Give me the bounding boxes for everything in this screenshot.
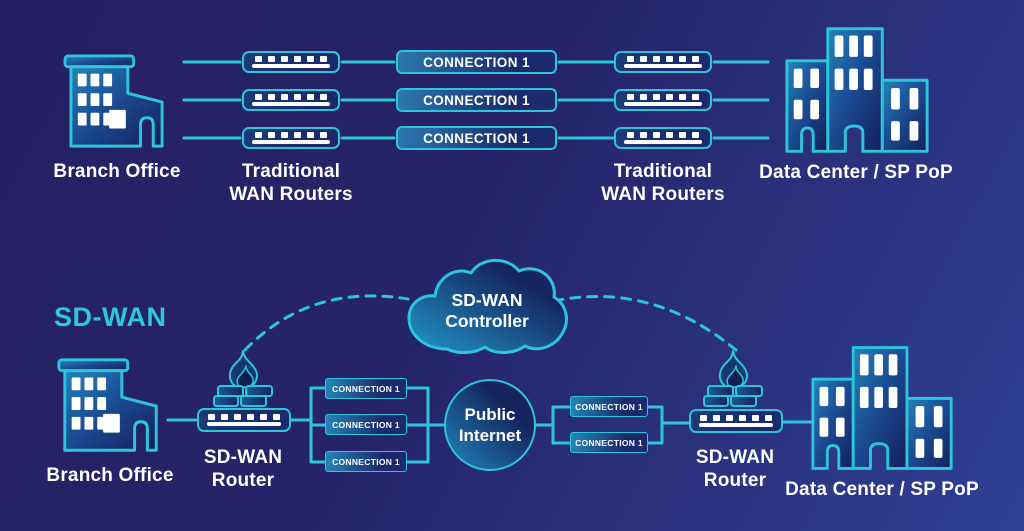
sdwan-section-label: SD-WAN [54, 302, 167, 332]
data-center-building-icon-bottom [811, 346, 953, 470]
connection-box-bottom-right-1: CONNECTION 1 [570, 396, 648, 417]
branch-office-building-icon-top [63, 54, 164, 148]
sdwan-controller-label: SD-WAN Controller [445, 290, 529, 331]
data-center-label-bottom: Data Center / SP PoP [785, 479, 979, 500]
connection-box-bottom-right-2: CONNECTION 1 [570, 432, 648, 453]
controller-dashed-link-left [243, 294, 410, 352]
building-windows [819, 354, 943, 458]
sdwan-router-label-left: SD-WAN Router [203, 447, 283, 491]
connection-box-bottom-left-2: CONNECTION 1 [325, 414, 407, 435]
controller-dashed-link-right [552, 295, 738, 352]
sdwan-controller-cloud-icon [407, 258, 568, 354]
building-windows [71, 377, 120, 433]
connection-box-top-2: CONNECTION 1 [396, 88, 557, 112]
sdwan-router-left [197, 408, 291, 432]
public-internet-node: Public Internet [444, 379, 536, 471]
sdwan-router-right [689, 409, 783, 433]
building-windows [77, 73, 126, 129]
connection-box-bottom-left-3: CONNECTION 1 [325, 451, 407, 472]
connection-box-bottom-left-1: CONNECTION 1 [325, 378, 407, 399]
branch-office-building-icon-bottom [57, 358, 158, 452]
branch-office-label-bottom: Branch Office [46, 465, 174, 486]
firewall-bricks [703, 385, 763, 407]
traditional-router-left-1 [242, 51, 340, 73]
connection-box-top-3: CONNECTION 1 [396, 126, 557, 150]
traditional-router-right-2 [614, 89, 712, 111]
traditional-wan-routers-label-right: Traditional WAN Routers [601, 161, 725, 205]
connection-box-top-1: CONNECTION 1 [396, 50, 557, 74]
sdwan-router-label-right: SD-WAN Router [695, 447, 775, 491]
firewall-flame-icon-right [703, 350, 763, 407]
sdwan-links [166, 386, 815, 464]
firewall-bricks [213, 385, 273, 407]
data-center-building-icon-top [785, 27, 929, 153]
traditional-router-left-2 [242, 89, 340, 111]
building-windows [793, 35, 919, 141]
traditional-wan-routers-label-left: Traditional WAN Routers [229, 161, 353, 205]
traditional-links [182, 60, 770, 140]
firewall-flame-icon-left [213, 350, 273, 407]
branch-office-label-top: Branch Office [53, 161, 181, 182]
traditional-router-right-3 [614, 127, 712, 149]
data-center-label-top: Data Center / SP PoP [759, 162, 953, 183]
traditional-router-right-1 [614, 51, 712, 73]
traditional-router-left-3 [242, 127, 340, 149]
